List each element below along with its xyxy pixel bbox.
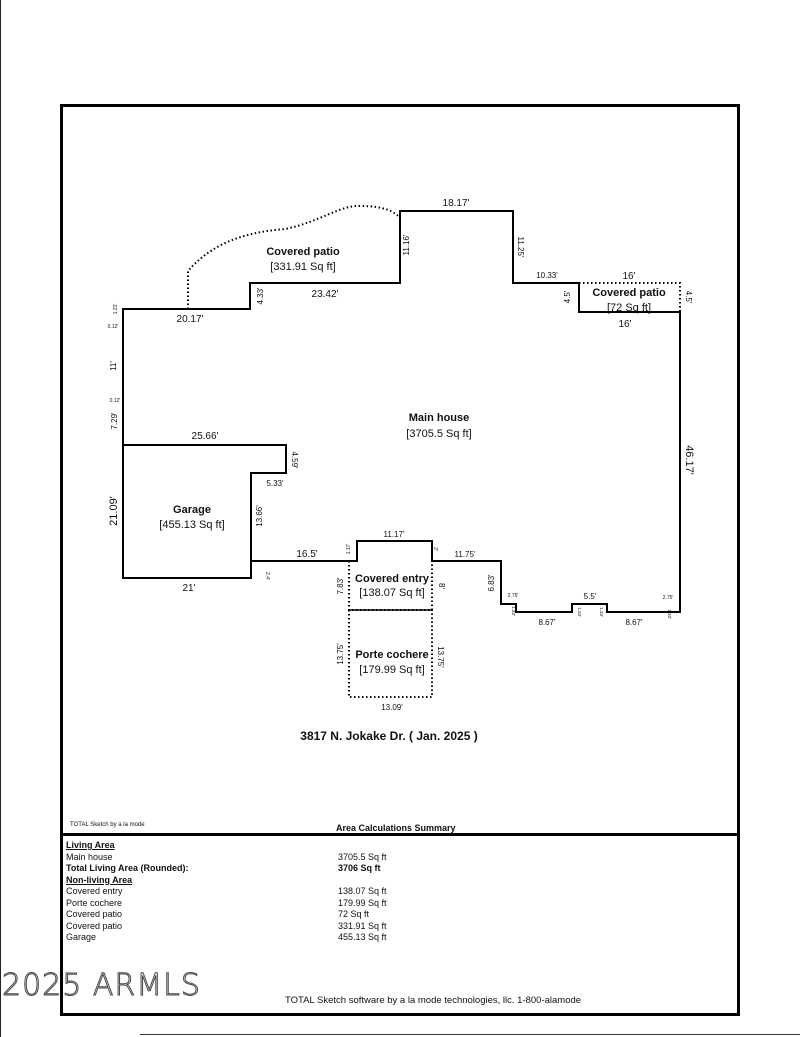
dim-label: 4.5' [563, 290, 572, 303]
garage-outline [122, 445, 252, 579]
covered-entry-name: Covered entry [355, 573, 430, 585]
dim-label: 20.17' [177, 314, 204, 325]
dim-label: 8.67' [625, 618, 643, 627]
main-house-outline [122, 210, 681, 613]
dim-label: 16' [622, 271, 635, 282]
covered-patio-area: [331.91 Sq ft] [270, 261, 335, 273]
garage-area: [455.13 Sq ft] [159, 519, 224, 531]
row-value: 3705.5 Sq ft [338, 851, 387, 862]
table-row: Porte cochere 179.99 Sq ft [66, 898, 486, 910]
row-value: 72 Sq ft [338, 909, 370, 919]
covered-patio-small-area: [72 Sq ft] [607, 302, 651, 314]
summary-divider [60, 833, 740, 836]
scan-edge-line [0, 0, 1, 1037]
row-value: 331.91 Sq ft [338, 920, 387, 931]
dim-label: 1.21' [113, 304, 119, 315]
dim-label: 13.09' [381, 703, 403, 712]
dim-label: 21.09' [108, 496, 120, 526]
porte-cochere-outline [348, 610, 433, 698]
dim-label: 2' [432, 547, 438, 551]
porte-cochere-name: Porte cochere [355, 649, 428, 661]
armls-watermark: 2025 ARMLS [2, 968, 201, 1004]
sketch-frame [60, 104, 740, 1016]
porte-cochere-area: [179.99 Sq ft] [359, 664, 424, 676]
dim-label: 1.33' [511, 606, 516, 616]
table-row: Main house 3705.5 Sq ft [66, 852, 486, 864]
dim-label: 11' [109, 361, 118, 371]
dim-label: 16.5' [296, 549, 317, 560]
dim-label: 7.83' [336, 577, 345, 595]
dim-label: 23.42' [312, 289, 339, 300]
covered-entry-area: [138.07 Sq ft] [359, 587, 424, 599]
dim-label: 1.33' [599, 607, 604, 617]
dim-label: 16' [618, 319, 631, 330]
sketch-credit: TOTAL Sketch by a la mode [70, 822, 145, 828]
table-row: Covered patio 72 Sq ft [66, 909, 486, 921]
dim-label: 13.66' [255, 505, 264, 527]
row-label: Main house [66, 851, 113, 862]
dim-label: 11.25' [516, 237, 525, 258]
dim-label: 2.75' [663, 595, 674, 601]
dim-label: 46.17' [683, 445, 695, 475]
table-row: Covered patio 331.91 Sq ft [66, 921, 486, 933]
dim-label: 25.66' [192, 431, 219, 442]
garage-name: Garage [173, 504, 211, 516]
main-house-area: [3705.5 Sq ft] [406, 428, 471, 440]
bottom-rule [140, 1034, 800, 1035]
row-label: Porte cochere [66, 897, 123, 908]
dim-label: 5.5' [584, 592, 597, 601]
dim-label: 2.75' [508, 593, 519, 599]
property-title: 3817 N. Jokake Dr. ( Jan. 2025 ) [300, 729, 477, 743]
covered-entry-outline [348, 561, 433, 611]
main-house-name: Main house [409, 412, 470, 424]
dim-label: 13.75' [336, 643, 345, 665]
dim-label: 1.33' [577, 607, 582, 617]
dim-label: 0.12' [110, 398, 121, 404]
row-value: 179.99 Sq ft [338, 897, 387, 908]
non-living-heading-row: Non-living Area [66, 875, 486, 887]
row-value: 455.13 Sq ft [338, 932, 387, 942]
dim-label: 8.67' [538, 618, 556, 627]
dim-label: 10.33' [536, 271, 558, 280]
software-footer: TOTAL Sketch software by a la mode techn… [285, 995, 582, 1006]
total-label: Total Living Area (Rounded): [66, 863, 189, 873]
living-area-heading: Living Area [66, 840, 115, 850]
dim-label: 21' [182, 583, 195, 594]
dim-label: 5.33' [266, 479, 284, 488]
dim-label: 11.17' [384, 530, 405, 539]
table-row: Garage 455.13 Sq ft [66, 932, 486, 944]
dim-label: 4.5' [684, 291, 693, 304]
dim-label: 13.75' [436, 646, 445, 668]
row-label: Garage [66, 932, 97, 942]
dim-label: 6.83' [487, 574, 496, 592]
living-area-heading-row: Living Area [66, 840, 486, 852]
dim-label: 4.59' [290, 451, 299, 469]
dim-label: 8' [437, 583, 446, 589]
non-living-heading: Non-living Area [66, 874, 133, 885]
dim-label: 11.75' [455, 550, 476, 559]
table-row: Covered entry 138.07 Sq ft [66, 886, 486, 898]
total-value: 3706 Sq ft [338, 863, 381, 873]
dim-label: 18.17' [443, 198, 470, 209]
covered-patio-small-name: Covered patio [592, 287, 666, 299]
dim-label: 0.12' [108, 324, 119, 330]
row-label: Covered entry [66, 886, 123, 896]
total-row: Total Living Area (Rounded): 3706 Sq ft [66, 863, 486, 875]
area-summary-table: Living Area Main house 3705.5 Sq ft Tota… [66, 840, 486, 944]
dim-label: 4.33' [256, 287, 265, 305]
dim-label: 2.4' [264, 572, 270, 580]
dim-label: 1.33' [667, 609, 672, 619]
covered-patio-name: Covered patio [266, 246, 340, 258]
row-value: 138.07 Sq ft [338, 886, 387, 896]
dim-label: 11.16' [402, 234, 411, 255]
row-label: Covered patio [66, 920, 123, 931]
covered-patio-small-outline [579, 282, 681, 312]
dim-label: 7.29' [110, 412, 119, 430]
summary-heading: Area Calculations Summary [336, 823, 456, 833]
dim-label: 1.17' [346, 544, 352, 555]
row-label: Covered patio [66, 909, 123, 919]
